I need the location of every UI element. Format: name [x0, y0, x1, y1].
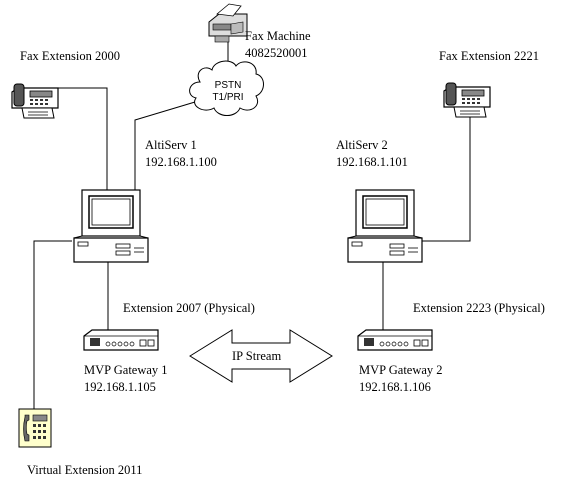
- altiserv2-ip: 192.168.1.101: [336, 155, 408, 169]
- altiserv1-ip: 192.168.1.100: [145, 155, 217, 169]
- gateway1-ip: 192.168.1.105: [84, 380, 156, 394]
- altiserv1-name: AltiServ 1: [145, 138, 197, 152]
- altiserv2-name: AltiServ 2: [336, 138, 388, 152]
- pstn-label: PSTN: [214, 80, 242, 91]
- computer-icon-altiserv2: [347, 189, 423, 263]
- fax-extension-2221-label: Fax Extension 2221: [439, 49, 539, 63]
- link-altiserv1-virtual-ext: [33, 240, 72, 412]
- link-fax2000-altiserv1: [56, 87, 108, 190]
- gateway2-name: MVP Gateway 2: [359, 363, 443, 377]
- cloud-icon: [189, 60, 264, 116]
- ip-stream-arrow: [189, 329, 333, 383]
- fax-icon-left: [11, 83, 59, 119]
- fax-icon-right: [443, 82, 491, 118]
- phone-icon: [18, 408, 52, 448]
- virtual-extension-label: Virtual Extension 2011: [27, 463, 143, 477]
- fax-machine-number: 4082520001: [245, 46, 308, 60]
- fax-machine-label: Fax Machine: [245, 29, 311, 43]
- extension-2223-label: Extension 2223 (Physical): [413, 301, 545, 315]
- connection-lines: [33, 42, 471, 412]
- link-fax2221-altiserv2: [422, 113, 471, 242]
- ip-stream-label: IP Stream: [232, 349, 282, 363]
- pstn-sublabel: T1/PRI: [212, 92, 244, 103]
- link-pstn-altiserv1: [134, 101, 196, 190]
- gateway2-ip: 192.168.1.106: [359, 380, 431, 394]
- gateway-icon-1: [83, 329, 159, 351]
- gateway1-name: MVP Gateway 1: [84, 363, 168, 377]
- computer-icon-altiserv1: [73, 189, 149, 263]
- fax-machine-icon: [208, 3, 248, 43]
- fax-extension-2000-label: Fax Extension 2000: [20, 49, 120, 63]
- gateway-icon-2: [357, 329, 433, 351]
- extension-2007-label: Extension 2007 (Physical): [123, 301, 255, 315]
